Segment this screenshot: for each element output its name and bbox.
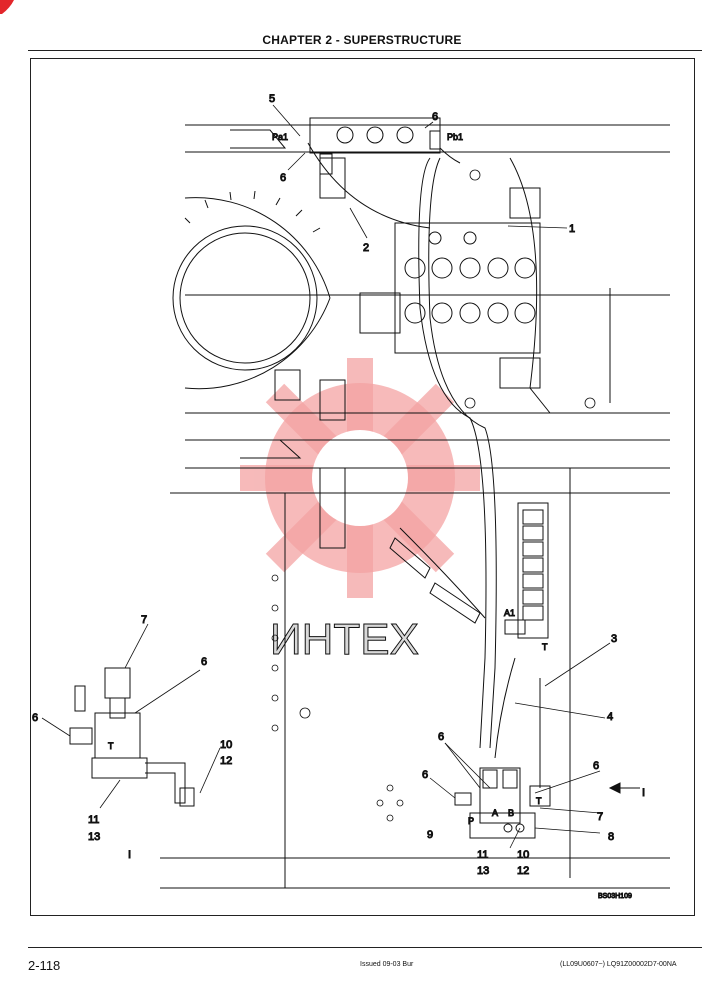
section-arrow-head-icon — [608, 782, 621, 794]
port-label-pb1: Pb1 — [447, 132, 463, 142]
callout-10-detail: 10 — [220, 739, 232, 751]
watermark-text: ИНТЕХ — [270, 615, 419, 664]
callout-11-detail: 11 — [88, 814, 99, 826]
callout-6-top-right: 6 — [432, 111, 438, 123]
chapter-title: CHAPTER 2 - SUPERSTRUCTURE — [262, 33, 462, 47]
hydraulic-piping-drawing: ИНТЕХ — [32, 93, 670, 901]
callout-8: 8 — [608, 831, 614, 843]
callout-11-lower: 11 — [477, 849, 488, 861]
page-number: 2-118 — [28, 958, 61, 973]
swing-bearing — [172, 190, 331, 390]
misc-fasteners — [271, 169, 596, 822]
callout-6-detail-right: 6 — [201, 656, 207, 668]
callout-12-lower: 12 — [517, 865, 529, 877]
callout-3: 3 — [611, 633, 617, 645]
callout-13-lower: 13 — [477, 865, 489, 877]
callout-6-lower-right: 6 — [593, 760, 599, 772]
port-label-t-manifold: T — [542, 642, 548, 652]
document-reference: (LL09U0607~) LQ91Z00002D7-00NA — [560, 961, 677, 968]
issue-date: Issued 09-03 Bur — [360, 961, 414, 968]
callout-10-lower: 10 — [517, 849, 529, 861]
upper-frame-structure — [160, 124, 670, 889]
callout-4: 4 — [607, 711, 613, 723]
port-label-p: P — [468, 816, 474, 826]
section-mark-right: I — [642, 787, 645, 799]
main-control-valve — [359, 187, 541, 389]
watermark-gear-hub — [312, 430, 408, 526]
callout-5: 5 — [269, 93, 275, 105]
port-label-a: A — [492, 808, 498, 818]
brand-logo-icon — [0, 0, 14, 14]
figure-frame — [30, 58, 695, 916]
callout-12-detail: 12 — [220, 755, 232, 767]
leader-lines — [41, 104, 611, 849]
callout-6-lower-mid: 6 — [422, 769, 428, 781]
port-label-t-detail: T — [108, 741, 114, 751]
port-label-t-lower: T — [536, 796, 542, 806]
callout-7-lower: 7 — [597, 811, 603, 823]
callout-13-detail: 13 — [88, 831, 100, 843]
footer-rule — [28, 947, 702, 948]
mounting-brackets — [274, 157, 346, 549]
callout-2: 2 — [363, 242, 369, 254]
callout-6-detail-left: 6 — [32, 712, 38, 724]
section-mark-left: I — [128, 849, 131, 861]
drawing-code: BS03H109 — [598, 893, 632, 900]
callout-6-top-left: 6 — [280, 172, 286, 184]
port-label-pa1: Pa1 — [272, 132, 288, 142]
callout-6-lower-left: 6 — [438, 731, 444, 743]
callout-1: 1 — [569, 223, 575, 235]
callout-9: 9 — [427, 829, 433, 841]
port-label-b: B — [508, 808, 514, 818]
port-label-a1: A1 — [504, 608, 515, 618]
solenoid-valve-lower — [454, 767, 551, 839]
hydraulic-hoses — [307, 142, 541, 788]
control-levers — [389, 537, 481, 624]
header-rule — [28, 50, 702, 51]
pilot-valve-assembly — [309, 117, 441, 175]
solenoid-valve-detail — [69, 667, 195, 807]
callout-7-detail: 7 — [141, 614, 147, 626]
pilot-manifold-stack — [504, 502, 549, 639]
